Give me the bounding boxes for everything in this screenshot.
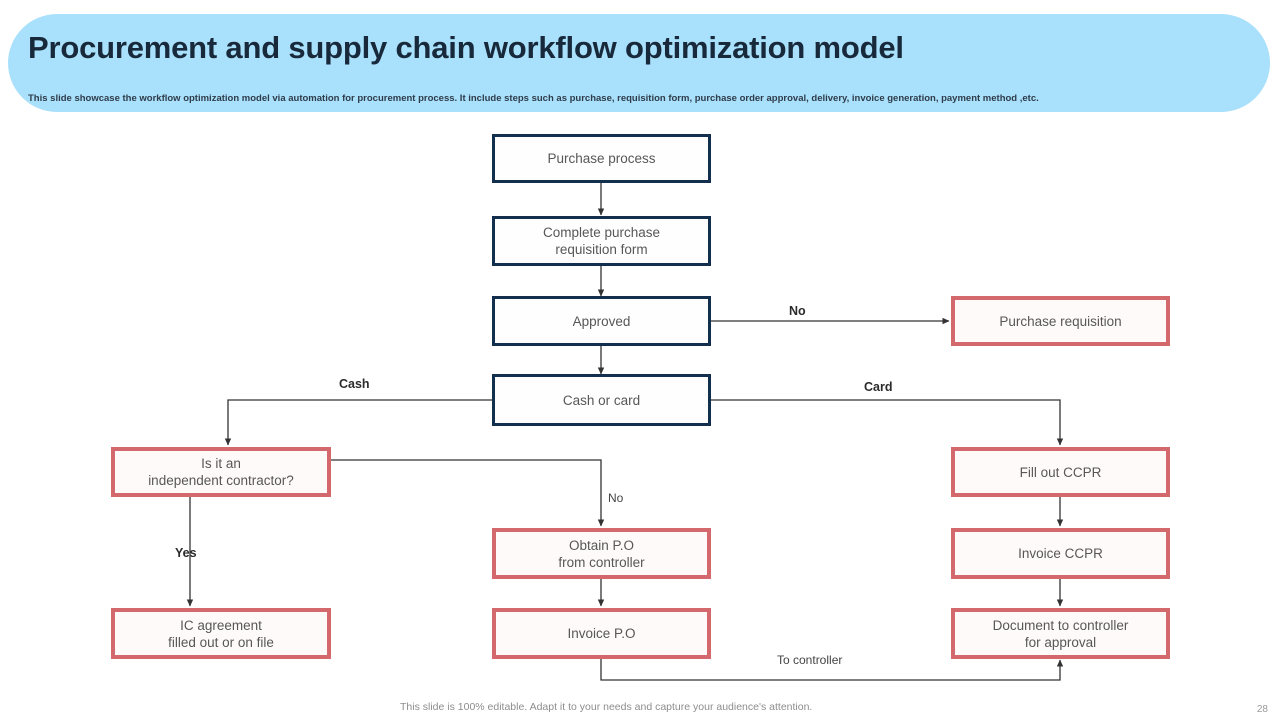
node-fill-out-ccpr[interactable]: Fill out CCPR [951, 447, 1170, 497]
node-invoice-ccpr[interactable]: Invoice CCPR [951, 528, 1170, 579]
footer-note: This slide is 100% editable. Adapt it to… [400, 701, 813, 713]
edge-label-no-contractor: No [608, 491, 624, 505]
node-complete-purchase-requisition-form[interactable]: Complete purchase requisition form [492, 216, 711, 266]
node-ic-agreement-filled-out-or-on-file[interactable]: IC agreement filled out or on file [111, 608, 331, 659]
edge-label-yes-contractor: Yes [175, 546, 197, 560]
page-subtitle: This slide showcase the workflow optimiz… [28, 93, 1039, 104]
node-purchase-requisition[interactable]: Purchase requisition [951, 296, 1170, 346]
header-banner: Procurement and supply chain workflow op… [8, 14, 1270, 112]
edge-label-cash: Cash [339, 377, 370, 391]
page-number: 28 [1256, 704, 1268, 715]
node-cash-or-card[interactable]: Cash or card [492, 374, 711, 426]
flowchart-canvas: Purchase process Complete purchase requi… [0, 112, 1280, 692]
edge-label-card: Card [864, 380, 893, 394]
node-approved[interactable]: Approved [492, 296, 711, 346]
edge-label-no-approved: No [789, 304, 806, 318]
node-purchase-process[interactable]: Purchase process [492, 134, 711, 183]
page-title: Procurement and supply chain workflow op… [28, 30, 904, 65]
edge-label-to-controller: To controller [777, 653, 843, 667]
node-document-to-controller-for-approval[interactable]: Document to controller for approval [951, 608, 1170, 659]
node-invoice-po[interactable]: Invoice P.O [492, 608, 711, 659]
node-is-it-an-independent-contractor[interactable]: Is it an independent contractor? [111, 447, 331, 497]
node-obtain-po-from-controller[interactable]: Obtain P.O from controller [492, 528, 711, 579]
